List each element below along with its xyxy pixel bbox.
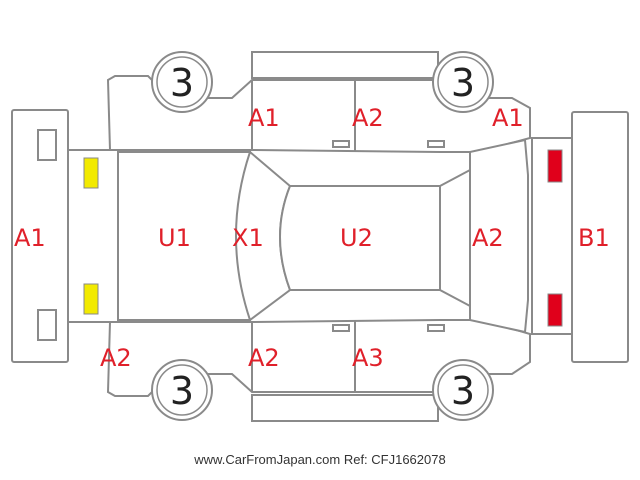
code-front-bumper: A1: [14, 224, 46, 252]
hood: [117, 151, 251, 321]
code-bottom-rear-door: A3: [352, 344, 384, 372]
marker-yellow-front-left: [83, 157, 99, 189]
code-roof: U2: [340, 224, 373, 252]
code-top-rear-quarter: A1: [492, 104, 524, 132]
tire-front-bottom-grade: 3: [170, 369, 194, 413]
tire-front-top-grade: 3: [170, 61, 194, 105]
code-rear-glass: A2: [472, 224, 504, 252]
marker-yellow-front-right: [83, 283, 99, 315]
marker-red-rear-right: [547, 293, 563, 327]
code-rear-bumper: B1: [578, 224, 610, 252]
footer-reference: www.CarFromJapan.com Ref: CFJ1662078: [194, 452, 446, 467]
rear-glass: [439, 168, 471, 308]
bottom-side-body: [106, 310, 531, 397]
roof: [279, 185, 441, 291]
marker-red-rear-left: [547, 149, 563, 183]
code-top-front-door: A1: [248, 104, 280, 132]
tire-rear-bottom-grade: 3: [451, 369, 475, 413]
bottom-side-skirt: [251, 394, 439, 422]
top-side-skirt: [251, 51, 439, 79]
tire-front-bottom: 3: [151, 359, 213, 421]
code-bottom-front-fender: A2: [100, 344, 132, 372]
code-hood: U1: [158, 224, 191, 252]
tire-front-top: 3: [151, 51, 213, 113]
tire-rear-top: 3: [432, 51, 494, 113]
tire-rear-bottom: 3: [432, 359, 494, 421]
tire-rear-top-grade: 3: [451, 61, 475, 105]
code-windshield: X1: [232, 224, 264, 252]
code-bottom-front-door: A2: [248, 344, 280, 372]
code-top-rear-door: A2: [352, 104, 384, 132]
